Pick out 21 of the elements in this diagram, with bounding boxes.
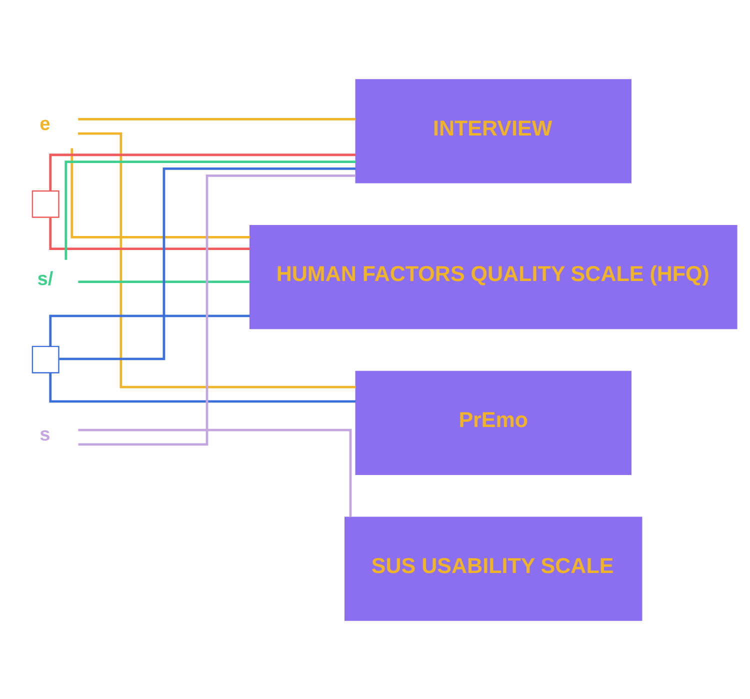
node-text: e [40,113,50,134]
connector [78,132,356,388]
connector [78,174,356,446]
connector [70,148,250,238]
node-box: SUS USABILITY SCALE [344,516,642,620]
node-text: s [40,424,50,446]
connector [64,160,356,260]
connector [78,118,356,120]
node-box [32,345,60,373]
node-box: HUMAN FACTORS QUALITY SCALE (HFQ) [249,224,738,329]
connector [78,428,352,517]
connector [49,372,356,402]
connector [49,314,250,346]
connector [59,167,356,360]
connector [49,217,250,250]
node-box: INTERVIEW [355,78,632,183]
connector [49,153,356,190]
node-text: s/ [37,268,54,290]
node-box: PrEmo [355,370,632,474]
node-box [32,190,60,218]
connector [78,280,250,283]
